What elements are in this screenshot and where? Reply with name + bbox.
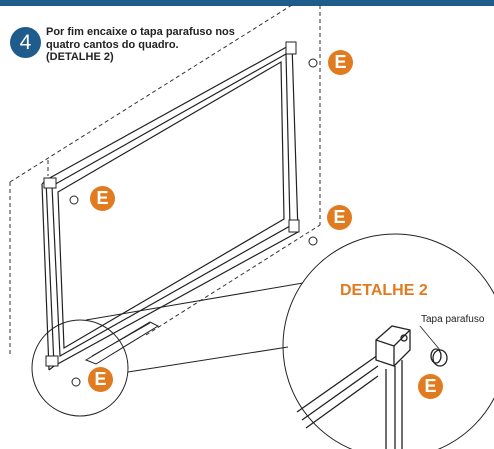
magnifier — [31, 233, 494, 449]
instruction-line-2: quatro cantos do quadro. — [46, 38, 179, 51]
marker-e-bottom-right: E — [327, 205, 352, 230]
corner-caps — [43, 41, 300, 367]
whiteboard-frame — [41, 43, 299, 371]
step-instructions: Por fim encaixe o tapa parafuso nos quat… — [46, 26, 261, 64]
marker-e-top-right: E — [328, 50, 353, 75]
detail-view — [296, 325, 448, 449]
screw-cap-callout: Tapa parafuso — [421, 314, 485, 325]
marker-e-top-left: E — [90, 186, 115, 211]
screw-caps — [69, 58, 318, 387]
marker-e-detail: E — [418, 374, 443, 399]
wall-outline — [9, 4, 321, 356]
top-accent-bar — [0, 0, 494, 6]
marker-e-bottom-left: E — [88, 367, 113, 392]
detail-title: DETALHE 2 — [340, 282, 428, 299]
marker-tray — [84, 321, 160, 365]
instruction-line-3: (DETALHE 2) — [46, 51, 114, 63]
step-number-badge: 4 — [10, 27, 41, 58]
instruction-line-1: Por fim encaixe o tapa parafuso nos — [46, 26, 235, 38]
